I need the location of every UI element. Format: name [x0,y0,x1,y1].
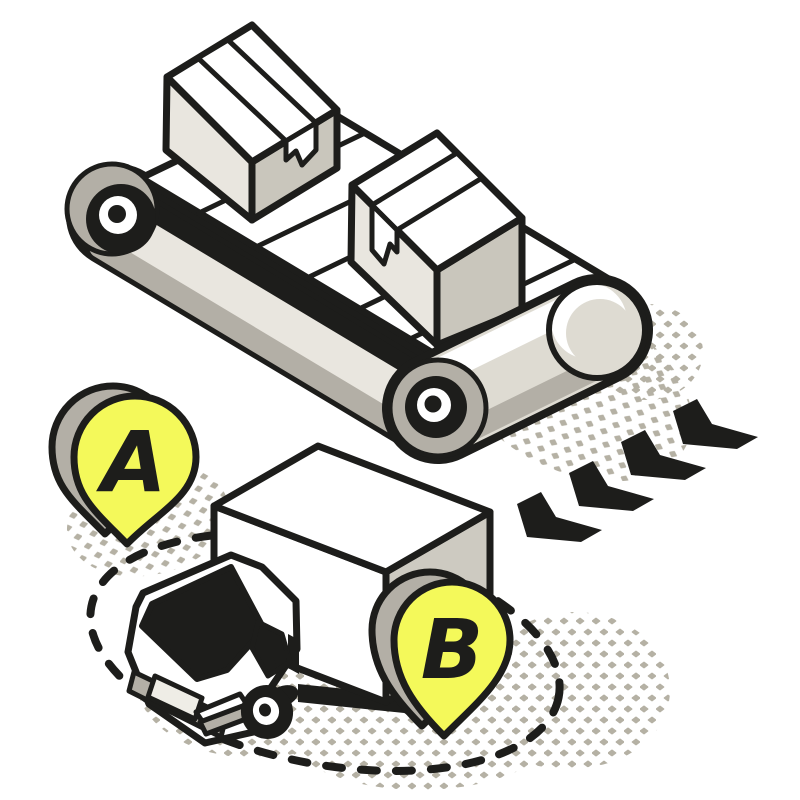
front-wheel [240,685,294,739]
box1-tape-torn-end [283,120,319,168]
pin-a-face [70,392,200,548]
pin-b-face [390,578,514,740]
location-pin-b-icon: B [368,568,514,740]
box2-tape-torn-end [369,202,400,267]
chevron-icon [517,492,602,542]
route-chevrons-icon [517,399,758,542]
left-roller [64,161,160,257]
conveyor-end-drum [382,274,653,464]
side-window [249,619,293,679]
cardboard-box-2 [347,129,526,349]
mirror-icon [273,650,290,664]
chevron-icon [673,399,758,449]
grille-plate [145,673,205,722]
chevron-icon [621,430,706,480]
pin-a-label: A [95,413,166,511]
chevron-icon [569,461,654,511]
pin-b-label: B [421,603,484,698]
chassis [298,684,414,714]
cardboard-box-1 [162,21,341,224]
truck-cab [124,551,301,747]
drum-end-cap [546,279,648,381]
belt-lower-run [85,202,457,446]
belt-underside [89,236,431,450]
cargo-box-top [210,442,494,576]
location-pin-a-icon: A [48,382,200,548]
